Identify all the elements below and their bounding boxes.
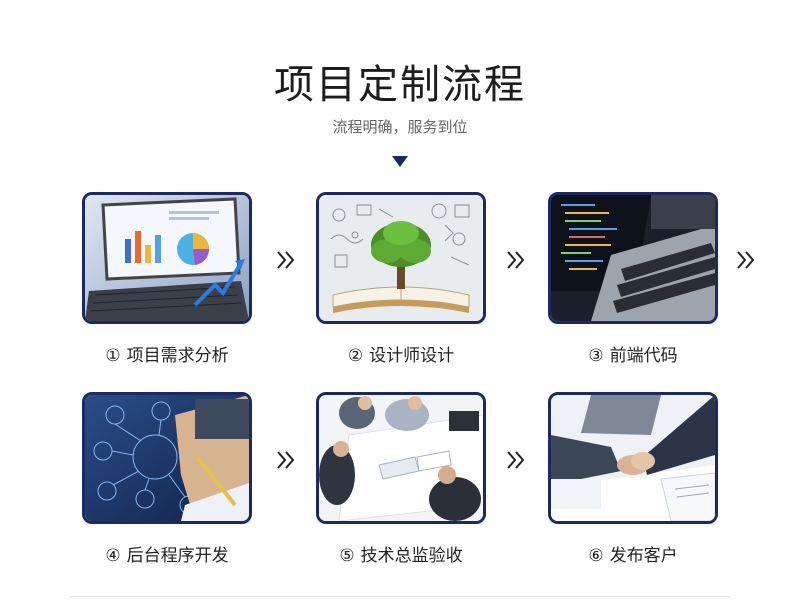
step-number: ② [347, 346, 364, 366]
double-chevron-right-icon [506, 448, 526, 472]
double-chevron-right-icon [506, 248, 526, 272]
step-image [82, 192, 252, 324]
step-title: 发布客户 [609, 546, 678, 566]
step-number: ③ [588, 346, 604, 366]
double-chevron-right-icon [276, 248, 296, 272]
step-image [316, 192, 486, 324]
step-title: 技术总监验收 [360, 546, 463, 566]
handshake-icon [551, 395, 715, 521]
step-number: ⑤ [339, 546, 355, 566]
step-image [548, 192, 718, 324]
step-image [82, 392, 252, 524]
step-number: ⑥ [588, 546, 604, 566]
laptop-analytics-icon [85, 195, 249, 321]
step-title: 后台程序开发 [126, 546, 229, 566]
step-image [548, 392, 718, 524]
step-title: 前端代码 [609, 346, 678, 366]
step-title: 设计师设计 [369, 346, 455, 366]
page-subtitle: 流程明确，服务到位 [332, 118, 468, 136]
page-title: 项目定制流程 [274, 62, 526, 108]
laptop-code-icon [551, 195, 715, 321]
step-number: ④ [105, 546, 121, 566]
double-chevron-right-icon [736, 248, 756, 272]
divider [70, 596, 730, 597]
step-number: ① [105, 346, 121, 366]
step-image [316, 392, 486, 524]
tech-network-icon [85, 395, 249, 521]
step-title: 项目需求分析 [126, 346, 229, 366]
double-chevron-right-icon [276, 448, 296, 472]
meeting-icon [319, 395, 483, 521]
down-triangle-icon [392, 156, 408, 167]
tree-book-icon [319, 195, 483, 321]
